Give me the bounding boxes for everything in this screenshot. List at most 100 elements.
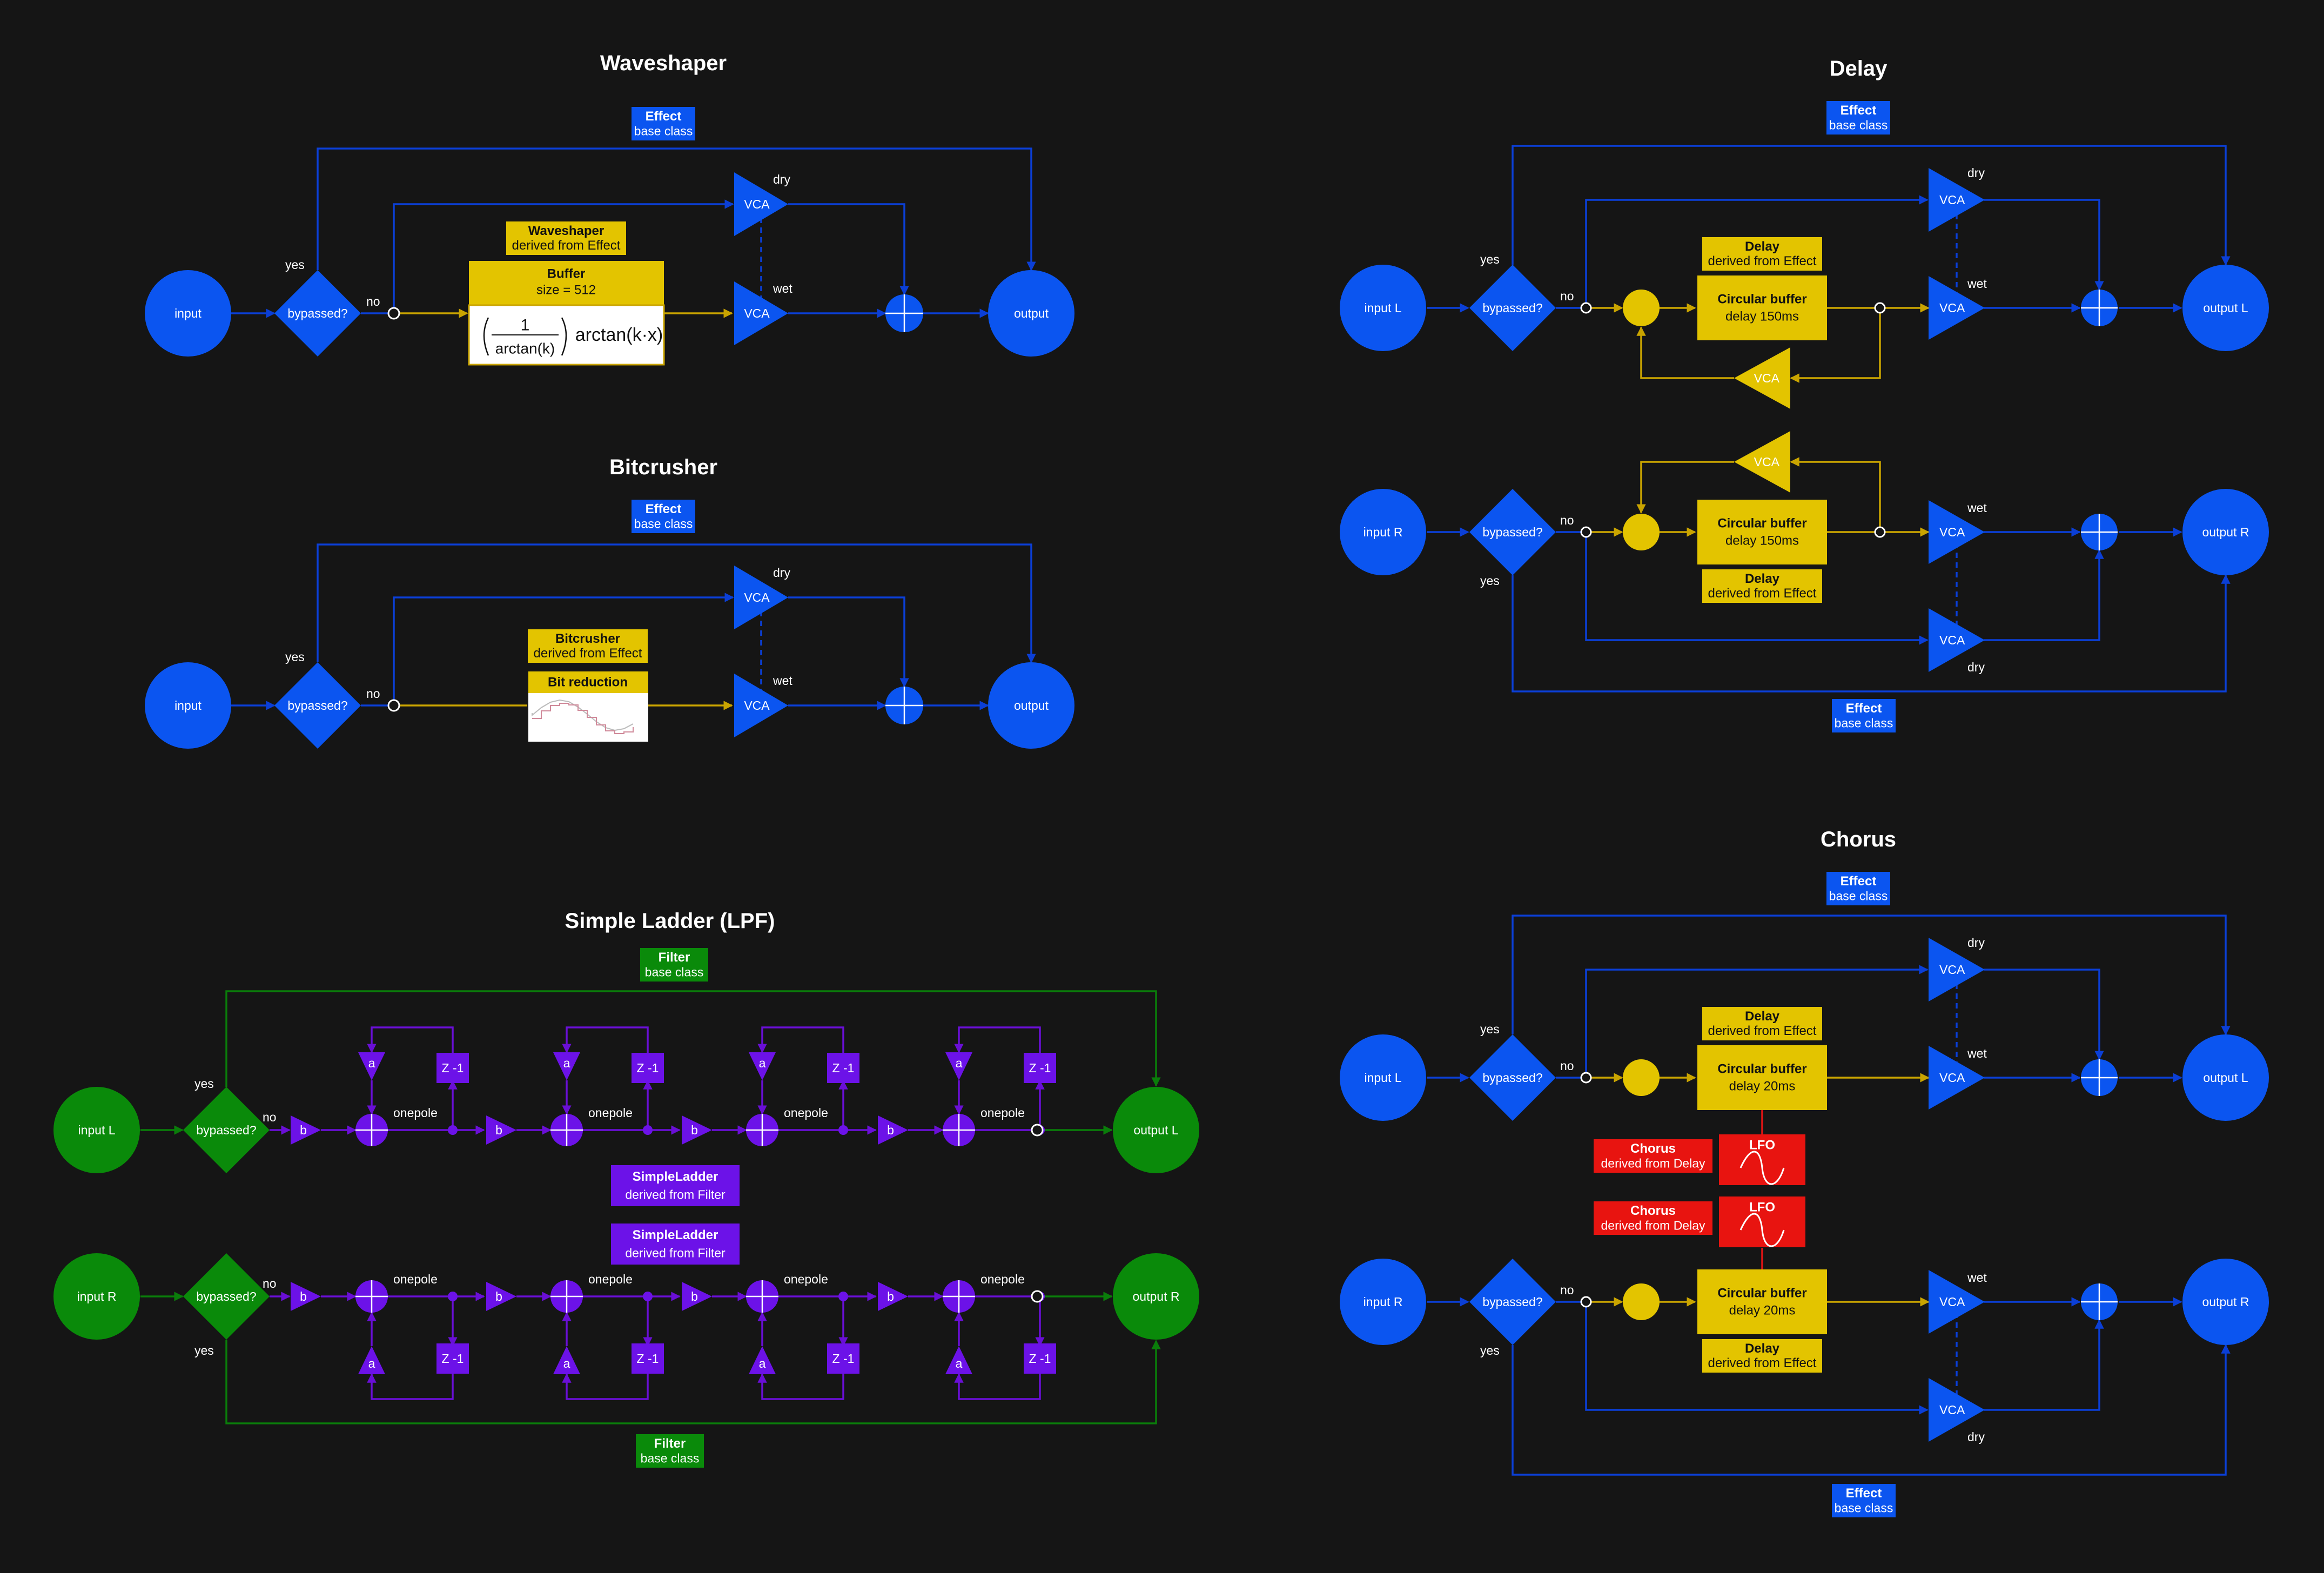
chorus-output-r-label: output R	[2202, 1295, 2249, 1309]
delay-buffer-delay-l: delay 150ms	[1725, 310, 1799, 324]
delay-derived-badge-r-line2: derived from Effect	[1708, 586, 1817, 601]
bitcrusher-title: Bitcrusher	[609, 455, 717, 479]
ladder-bypass-l	[183, 1087, 270, 1173]
ladder-base-badge-top	[640, 948, 708, 982]
chorus-derived-badge-r	[1594, 1201, 1712, 1235]
output-node-label: output	[1014, 698, 1049, 712]
unit-delay-label-r3: Z -1	[1029, 1352, 1051, 1366]
onepole-label-l1: onepole	[588, 1106, 633, 1120]
gain-b-r0-label: b	[300, 1289, 307, 1303]
dry-in-line	[393, 199, 734, 310]
unit-delay-label-l0: Z -1	[442, 1061, 464, 1075]
delay-output-r	[2182, 489, 2269, 575]
onepole-tap-r2	[838, 1292, 848, 1301]
chorus-yes-l: yes	[1480, 1022, 1500, 1036]
ladder-fb-l3	[954, 1026, 1041, 1055]
paren-right	[561, 317, 567, 356]
chorus-split-l	[1580, 1072, 1592, 1084]
ladder-derived-badge-r-line2: derived from Filter	[625, 1246, 726, 1260]
dry-out-line	[788, 596, 909, 688]
ladder-fb-l0	[367, 1026, 454, 1055]
ladder-no-label-l: no	[263, 1110, 277, 1124]
waveshaper-base-badge	[632, 107, 695, 140]
vca-wet	[734, 281, 788, 345]
delay-dry-in-l	[1585, 195, 1929, 304]
delay-no-l: no	[1560, 289, 1574, 303]
delay-vca-wet-r	[1929, 500, 1985, 564]
delay-bypass-l	[1469, 265, 1556, 351]
onepole-tap-l1	[643, 1125, 653, 1135]
gain-a-l3-label: a	[956, 1056, 963, 1070]
ladder-derived-badge-r-line1: SimpleLadder	[633, 1228, 718, 1242]
delay-title: Delay	[1830, 57, 1888, 80]
chorus-vca-dry-l	[1929, 938, 1985, 1001]
chorus-vca-dry-r-label: VCA	[1939, 1403, 1965, 1417]
ladder-base-badge-bottom-line2: base class	[641, 1451, 700, 1466]
delay-derived-badge-l-line1: Delay	[1745, 239, 1780, 254]
chorus-derived-badge-r-line1: Chorus	[1630, 1204, 1676, 1218]
ladder-base-badge-bottom-line1: Filter	[654, 1436, 686, 1451]
waveshaper-base-badge-line1: Effect	[646, 109, 682, 124]
bitcrusher-derived-badge	[528, 629, 648, 663]
sine-wave-icon	[1739, 1151, 1785, 1185]
delay-output-l-label: output L	[2203, 301, 2248, 315]
vca-dry-label: VCA	[744, 590, 770, 604]
delay-yes-l: yes	[1480, 252, 1500, 266]
gain-b-l3-label: b	[887, 1123, 894, 1137]
gain-a-l2	[749, 1052, 776, 1080]
delay-input-l	[1340, 265, 1426, 351]
ladder-derived-badge-r	[611, 1224, 740, 1265]
onepole-sum-r2-cross	[746, 1280, 778, 1313]
bitcrusher-base-badge-line1: Effect	[646, 502, 682, 516]
delay-vca-dry-r	[1929, 608, 1985, 672]
chorus-vca-dry-l-label: VCA	[1939, 963, 1965, 977]
delay-derived-badge-l-line2: derived from Effect	[1708, 254, 1817, 268]
unit-delay-label-l1: Z -1	[637, 1061, 659, 1075]
ladder-input-l-label: input L	[78, 1123, 115, 1137]
chorus-derived-badge-r-line2: derived from Effect	[1708, 1356, 1817, 1370]
delay-dry-label-l: dry	[1967, 166, 1985, 180]
gain-b-l0-label: b	[300, 1123, 307, 1137]
delay-dry-label-r: dry	[1967, 660, 1985, 674]
chorus-title: Chorus	[1821, 828, 1896, 851]
onepole-label-l2: onepole	[784, 1106, 828, 1120]
delay-buffer-r	[1697, 500, 1827, 564]
onepole-label-r2: onepole	[784, 1272, 828, 1286]
bypass-line	[317, 543, 1036, 663]
waveshaper-derived-badge	[506, 221, 626, 255]
ladder-fb-l2	[757, 1026, 844, 1055]
delay-output-l	[2182, 265, 2269, 351]
delay-base-badge-top-line1: Effect	[1841, 103, 1877, 118]
delay-out-sum-l-cross	[2081, 290, 2118, 326]
no-label: no	[366, 294, 380, 308]
chorus-base-badge-top	[1826, 872, 1890, 905]
lfo-l	[1719, 1134, 1805, 1185]
delay-bypass-l	[1512, 145, 2231, 266]
bitcrusher-stepped-wave	[532, 703, 634, 734]
unit-delay-r1	[632, 1343, 664, 1374]
lfo-label-l: LFO	[1749, 1138, 1775, 1153]
vca-dry	[734, 172, 788, 236]
unit-delay-label-r2: Z -1	[832, 1352, 855, 1366]
gain-b-r0	[291, 1282, 321, 1311]
delay-base-badge-top	[1826, 101, 1890, 135]
chorus-dry-out-l	[1984, 969, 2104, 1060]
delay-bypass-r	[1469, 489, 1556, 575]
onepole-sum-l3-cross	[943, 1114, 975, 1146]
dry-label: dry	[773, 566, 790, 580]
ladder-base-badge-top-line2: base class	[645, 965, 704, 979]
delay-derived-badge-r	[1702, 569, 1822, 603]
delay-fb-vca-l	[1734, 347, 1790, 409]
chorus-bypass-l-label: bypassed?	[1482, 1071, 1542, 1085]
chorus-derived-badge-l	[1702, 1007, 1822, 1040]
delay-bypass-r-label: bypassed?	[1482, 525, 1542, 539]
unit-delay-l3	[1024, 1053, 1056, 1083]
delay-wet-label-r: wet	[1967, 501, 1987, 515]
gain-a-r0-label: a	[368, 1356, 375, 1370]
ladder-end-node-l	[1031, 1124, 1044, 1137]
ladder-input-r	[53, 1253, 140, 1340]
chorus-base-badge-top-line1: Effect	[1841, 874, 1877, 889]
delay-vca-dry-l-label: VCA	[1939, 193, 1965, 207]
unit-delay-l2	[827, 1053, 859, 1083]
